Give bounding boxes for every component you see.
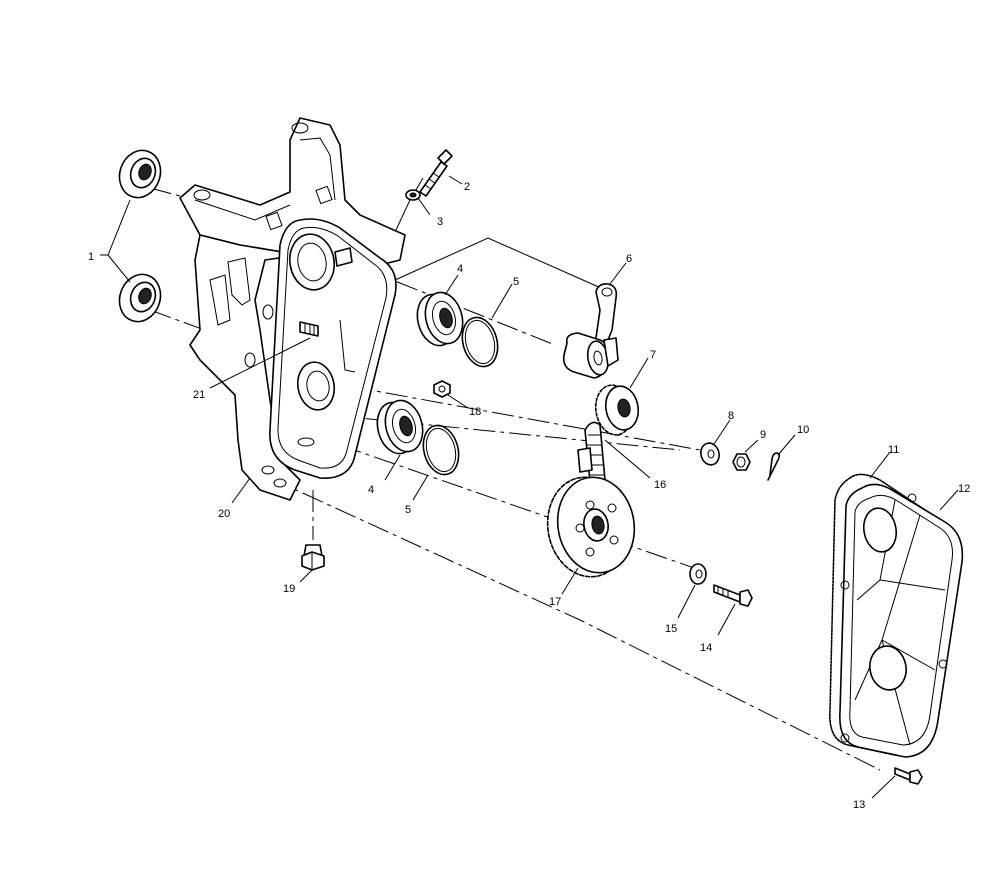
callout-4-lower: 4 — [368, 484, 374, 496]
callout-10: 10 — [797, 424, 809, 436]
oil-seal-upper — [118, 149, 162, 199]
stud-21 — [299, 321, 319, 337]
callout-5-lower: 5 — [405, 504, 411, 516]
oil-seal-lower — [118, 273, 162, 323]
nut-3 — [405, 189, 421, 201]
callout-9: 9 — [760, 429, 766, 441]
nut-9 — [732, 453, 751, 471]
bolt-14 — [713, 584, 753, 607]
callout-8: 8 — [728, 410, 734, 422]
chaincase-cover — [839, 483, 964, 758]
callout-13: 13 — [853, 799, 865, 811]
callout-12: 12 — [958, 483, 970, 495]
bearing-lower — [376, 399, 424, 455]
sprocket-17 — [546, 476, 636, 578]
bearing-upper — [416, 291, 464, 347]
snap-ring-upper — [461, 316, 499, 368]
washer-15 — [689, 563, 707, 585]
callout-5-upper: 5 — [513, 276, 519, 288]
sprocket-7 — [594, 384, 640, 436]
leader-lines — [100, 175, 959, 799]
callout-4-upper: 4 — [457, 263, 463, 275]
callout-15: 15 — [665, 623, 677, 635]
drain-plug-19 — [301, 544, 325, 571]
snap-ring-lower — [422, 424, 460, 476]
bolt-2 — [419, 149, 453, 197]
callout-17: 17 — [549, 596, 561, 608]
callout-labels: 1 2 3 4 5 6 7 8 9 10 11 12 13 14 15 16 1… — [88, 181, 970, 811]
nut-18 — [433, 380, 451, 398]
callout-14: 14 — [700, 642, 712, 654]
callout-19: 19 — [283, 583, 295, 595]
callout-18: 18 — [469, 406, 481, 418]
callout-7: 7 — [650, 349, 656, 361]
callout-6: 6 — [626, 253, 632, 265]
callout-11: 11 — [888, 444, 899, 456]
tensioner-arm — [562, 283, 619, 379]
callout-20: 20 — [218, 508, 230, 520]
callout-1: 1 — [88, 251, 94, 263]
chaincase-housing — [179, 117, 406, 501]
cotter-pin-10 — [767, 452, 781, 481]
drive-chain — [577, 421, 606, 487]
callout-2: 2 — [464, 181, 470, 193]
callout-16: 16 — [654, 479, 666, 491]
callout-21: 21 — [193, 389, 205, 401]
callout-3: 3 — [437, 216, 443, 228]
washer-8 — [700, 442, 720, 466]
bolt-13 — [894, 767, 923, 785]
assembly-axes — [149, 177, 881, 771]
